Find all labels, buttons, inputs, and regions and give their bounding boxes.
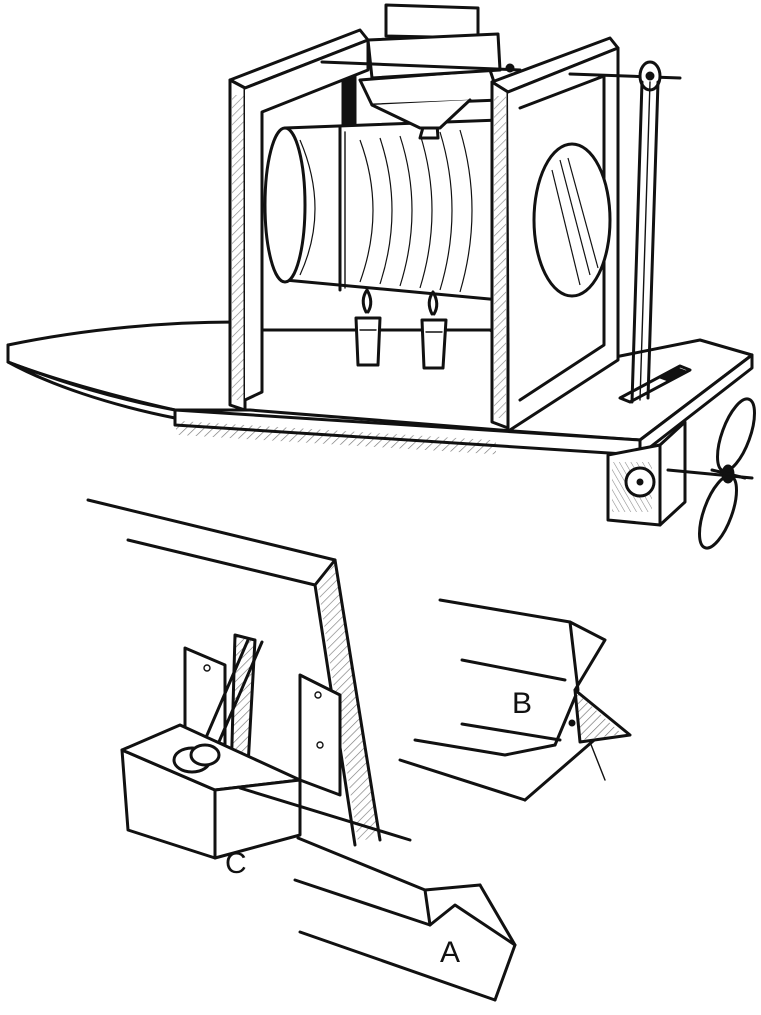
hull-base-board (6, 320, 754, 457)
drive-pulley-belt (568, 60, 682, 404)
label-a: A (440, 936, 460, 969)
label-b: B (512, 687, 532, 720)
candle-left (354, 288, 382, 367)
propeller (666, 397, 756, 550)
detail-c-pulley-box: C (86, 498, 412, 880)
boat-assembly (6, 3, 756, 550)
left-frame-panel (228, 28, 370, 412)
propeller-box (606, 420, 687, 527)
can-end-cap (532, 142, 612, 298)
boiler-can (263, 108, 502, 302)
candle-right (420, 290, 448, 370)
detail-b-paddle: B (398, 598, 632, 802)
label-c: C (225, 847, 247, 880)
detail-a-vane: A (293, 836, 517, 1002)
